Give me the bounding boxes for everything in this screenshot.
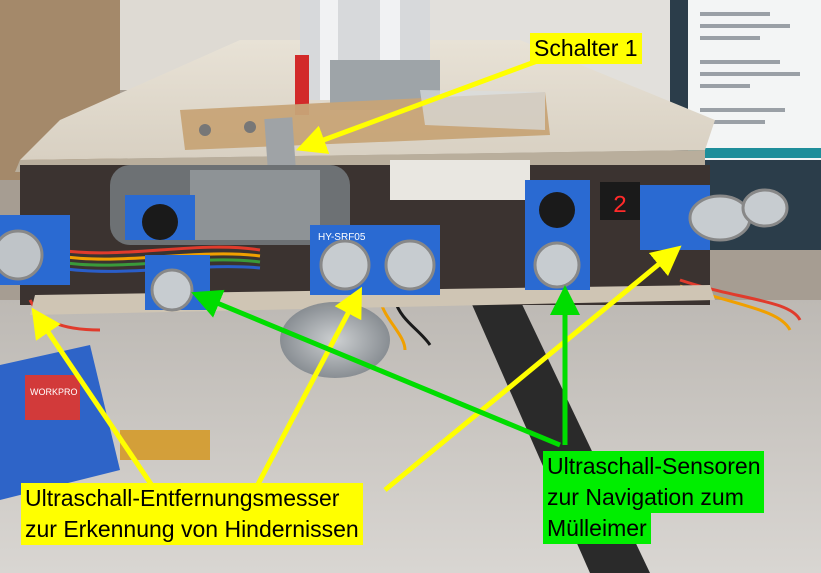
arrow-to-left-side-sensor (31, 307, 158, 492)
ultrasonic-sensor-upper-left (125, 195, 195, 240)
seven-segment-display (600, 182, 640, 220)
tool-label: WORKPRO (30, 387, 78, 397)
rangefinder-label: Ultraschall-Entfernungsmesser zur Erkenn… (21, 483, 363, 545)
display-digit: 2 (613, 193, 627, 220)
rangefinder-label-line-2: zur Erkennung von Hindernissen (21, 514, 363, 545)
arrow-to-left-front-sensor (191, 289, 561, 448)
sensor-marking: HY-SRF05 (318, 232, 366, 243)
ultrasonic-sensor-left-side (0, 215, 70, 285)
blue-tool: WORKPRO (0, 345, 120, 500)
rangefinder-label-line-1: Ultraschall-Entfernungsmesser (21, 483, 363, 514)
breadboard (390, 160, 530, 200)
annotation-arrows (31, 57, 682, 492)
navigation-label-line-1: Ultraschall-Sensoren (543, 451, 765, 482)
gripper-arm (295, 0, 440, 115)
navigation-label-line-3: Mülleimer (543, 513, 651, 544)
navigation-label: Ultraschall-Sensoren zur Navigation zum … (543, 451, 765, 544)
switch-label-text: Schalter 1 (530, 33, 642, 64)
arrow-to-center-sensor (252, 286, 362, 492)
arrow-to-switch (295, 57, 541, 154)
ultrasonic-sensor-left-front (145, 255, 210, 312)
switch-label: Schalter 1 (530, 33, 642, 64)
ultrasonic-sensor-right-front (525, 180, 590, 290)
ultrasonic-sensor-center: HY-SRF05 (310, 225, 440, 295)
navigation-label-line-2: zur Navigation zum (543, 482, 765, 513)
ultrasonic-sensor-right-side (640, 185, 789, 250)
arrow-to-right-side-sensor (383, 245, 682, 492)
